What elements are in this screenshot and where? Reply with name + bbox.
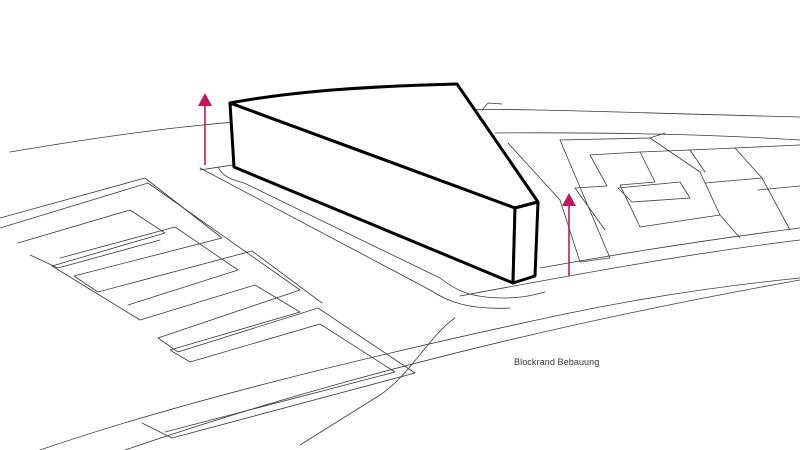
arrow-up-icon (562, 193, 576, 276)
meander-block (0, 177, 416, 439)
right-blocks (481, 102, 800, 263)
caption-label: Blockrand Bebauung (514, 357, 600, 367)
arrow-up-icon (198, 93, 212, 165)
building-end-face (511, 200, 540, 285)
plaza-outline (199, 166, 546, 446)
building-massing (228, 82, 540, 285)
street-lines (9, 109, 800, 450)
building-top-face (228, 82, 540, 210)
